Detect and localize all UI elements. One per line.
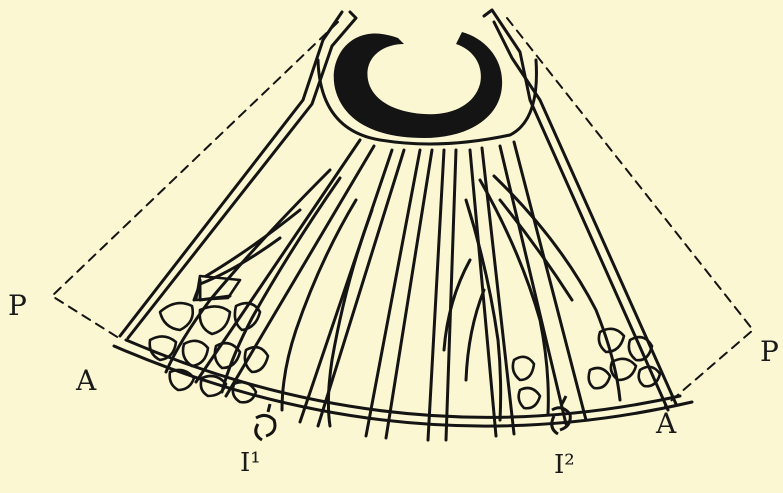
outer-edge-inner <box>126 340 680 417</box>
claw-i1 <box>256 404 275 440</box>
crescent-head <box>334 32 502 138</box>
right-stalk <box>484 10 668 410</box>
label-i1: I¹ <box>240 450 261 476</box>
label-a-left: A <box>76 367 96 395</box>
label-p-right: P <box>760 338 779 366</box>
right-stalk-inner <box>494 22 676 404</box>
dashed-outline <box>52 18 753 406</box>
left-stalk <box>128 12 356 338</box>
label-p-left: P <box>8 292 27 320</box>
left-stalk-inner <box>120 12 342 336</box>
dashed-edge-left <box>52 22 338 340</box>
label-i2: I² <box>554 452 575 478</box>
label-a-right: A <box>656 410 676 438</box>
